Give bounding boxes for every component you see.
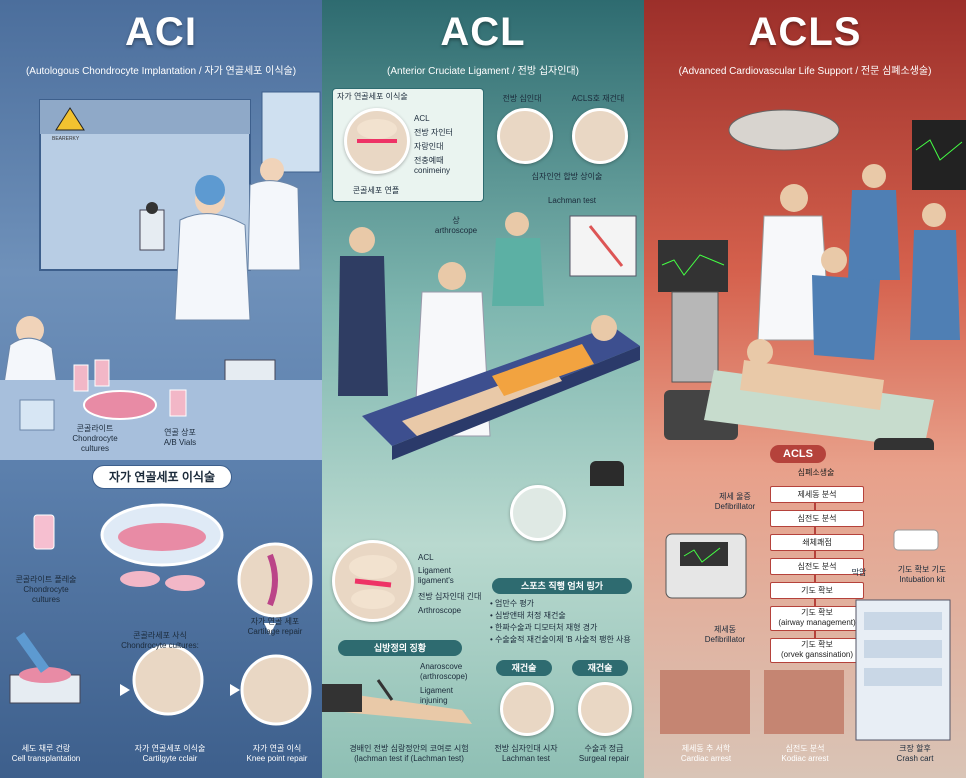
acl-sports-title: 스포츠 직행 엄처 링가 [492,578,632,594]
acl-injury-caption: 경배인 전방 심랑정안의 코여로 시험 (lachman test if (La… [349,744,469,763]
acl-inset-title: 자가 연골세포 이식술 [337,92,408,101]
aci-banner: 자가 연골세포 이식술 [92,465,232,489]
aci-process-diagram [9,503,313,726]
acl-recon-caption-1: 전방 십자인대 시자 Lachman test [494,744,558,763]
acls-flow-arrow [814,598,816,606]
acl-lower-label: Arthroscope [418,606,462,615]
acls-flow-step: 제세동 분석 [770,486,864,503]
acl-lower-label: ACL [418,553,434,562]
acl-recon-circle-2 [578,682,632,736]
acls-crash-label: 크장 할후 Crash cart [896,744,934,763]
acl-knee-circle-b [572,108,628,164]
acls-flow-step: 기도 확보 (orvek ganssination) [770,638,864,663]
acls-flow-step: 기도 확보 (airway management) [770,606,864,631]
acl-top-right-label: ACLS호 재건대 [571,94,625,103]
acl-knee-circle-a [497,108,553,164]
hazard-icon [55,107,85,131]
acl-sports-item: • 엄만수 평가 [490,599,535,608]
svg-text:BEARERKY: BEARERKY [52,136,80,142]
acl-top-left-label: 전방 십인대 [502,94,542,103]
acl-subtitle: (Anterior Cruciate Ligament / 전방 십자인대) [387,66,579,77]
acl-arthroscope-label: 상 arthroscope [434,216,478,235]
acl-inset-label: ACL [414,114,430,123]
acls-flow-step: 심전도 분석 [770,510,864,527]
acl-recon-title-1: 재건술 [496,660,552,676]
acl-inset-label: 전방 자인터 [414,128,454,137]
acls-title: ACLS [748,10,862,54]
acls-flow-arrow [814,526,816,534]
acl-injury-label: Anaroscove (arthroscope) [420,662,468,681]
acl-inset-caption: 콘골세포 연플 [352,186,400,195]
acl-inset-label: 자랑인대 [414,142,444,151]
acls-flow-step: 심전도 분석 [770,558,864,575]
aci-step-cultures-mid: 콘골라세포 사식 Chondrocyte cultures: [121,631,199,650]
acls-flow-arrow [814,630,816,638]
acl-recon-caption-2: 수술과 정급 Surgeal repair [578,744,630,763]
acl-sports-item: • 심방앤태 처정 재건술 [490,611,566,620]
acls-flow-arrow [814,550,816,558]
acls-flow-step: 기도 확보 [770,582,864,599]
acl-top-caption: 십자인언 합방 상이술 [531,172,603,181]
acl-brace-circle [510,485,566,541]
acls-cardiac-label: 제세동 추 서학 Cardiac arrest [680,744,732,763]
acl-leg-illustration [322,679,472,724]
aci-step-knee-repair: 자가 연골 이식 Knee point repair [246,744,308,763]
acl-lachman-label: Lachman test [547,196,597,205]
aci-title: ACI [125,10,197,54]
aci-lab-illustration: BEARERKY [0,91,322,460]
aci-subtitle: (Autologous Chondrocyte Implantation / 자… [25,66,297,77]
acls-defib-top-label: 제세 울증 Defibrillator [714,492,756,511]
acl-lower-label: Ligament ligament's [418,566,454,585]
acls-drug-label: 막암 [851,568,867,577]
aci-cultures-label: 콘골라이트 Chondrocyte cultures [72,424,118,453]
acl-recon-circle-1 [500,682,554,736]
acl-sports-item: • 수술술적 재건술이제 'B 사술적 팽한 사용 [490,635,631,644]
acls-subtitle: (Advanced Cardiovascular Life Support / … [678,66,932,77]
aci-step-cartilage-repair: 자가 연골 세포 Cartilage repair [247,617,303,636]
acls-er-illustration [658,109,966,450]
acl-panel: ACL (Anterior Cruciate Ligament / 전방 십자인… [322,0,644,778]
acls-kodiac-label: 심전도 분석 Kodiac arrest [781,744,829,763]
acl-inset-label: 전충예때 conimeiny [414,156,451,175]
acls-flow-subtitle: 심폐소생술 [797,468,835,477]
aci-step-cartilyte: 자가 연골세포 이식술 Cartilgyte cclair [134,744,206,763]
acl-lower-label: 전방 십자인대 긴대 [418,592,482,601]
aci-vials-label: 연골 상포 A/B Vials [163,428,197,447]
acl-exam-illustration [338,212,640,486]
acls-intubation-label: 기도 확보 기도 Intubation kit [897,565,947,584]
acls-flow-arrow [814,502,816,510]
aci-step-transplant: 세도 채루 건랑 Cell transplantation [11,744,81,763]
acl-injury-title: 십방정의 징황 [338,640,462,656]
acls-defib-mid-label: 제세동 Defibrillator [704,625,746,644]
acls-panel: ACLS (Advanced Cardiovascular Life Suppo… [644,0,966,778]
acls-flow-title: ACLS [770,445,826,463]
acl-sports-item: • 한짜수술과 디모터처 재형 경가 [490,623,598,632]
acls-flow-step: 쇄체쾌점 [770,534,864,551]
acl-injury-label: Ligament injuning [420,686,453,705]
acl-recon-title-2: 재건술 [572,660,628,676]
acl-knee-circle-lower [332,540,414,622]
acl-knee-circle-top [344,108,410,174]
acls-equipment-illustration [660,529,951,741]
aci-step-cultures-top: 콘골라이트 폴레술 Chondrocyte cultures [15,575,77,604]
acl-title: ACL [440,10,526,54]
acls-flow-arrow [814,574,816,582]
aci-panel: ACI (Autologous Chondrocyte Implantation… [0,0,322,778]
